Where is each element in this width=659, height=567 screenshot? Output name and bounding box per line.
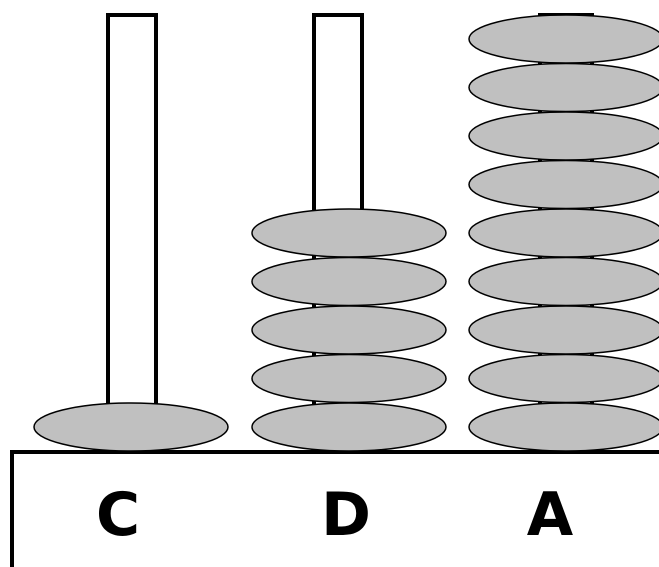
rod-a: A [468, 13, 659, 550]
rod-c-post [106, 13, 158, 454]
rod-d-beads [251, 208, 447, 452]
rod-c: C [33, 13, 229, 550]
rod-d-bead [251, 353, 447, 404]
rod-a-bead [468, 208, 659, 258]
rod-d-bead [251, 402, 447, 452]
rod-d-bead [251, 305, 447, 355]
rod-a-bead [468, 256, 659, 307]
rod-a-bead [468, 14, 659, 64]
rod-c-bead [33, 402, 229, 452]
rod-a-bead [468, 402, 659, 452]
rod-d-bead [251, 256, 447, 307]
rod-a-label: A [527, 480, 574, 550]
rod-a-bead [468, 111, 659, 161]
rod-d-bead [251, 208, 447, 258]
rod-c-beads [33, 402, 229, 452]
rod-a-bead [468, 353, 659, 404]
rod-a-bead [468, 159, 659, 210]
rod-a-beads [468, 14, 659, 452]
rod-a-bead [468, 62, 659, 113]
rod-d-label: D [321, 480, 371, 550]
abacus-base [10, 450, 659, 567]
rod-c-label: C [96, 480, 140, 550]
rod-d: D [251, 13, 447, 550]
rod-a-bead [468, 305, 659, 355]
